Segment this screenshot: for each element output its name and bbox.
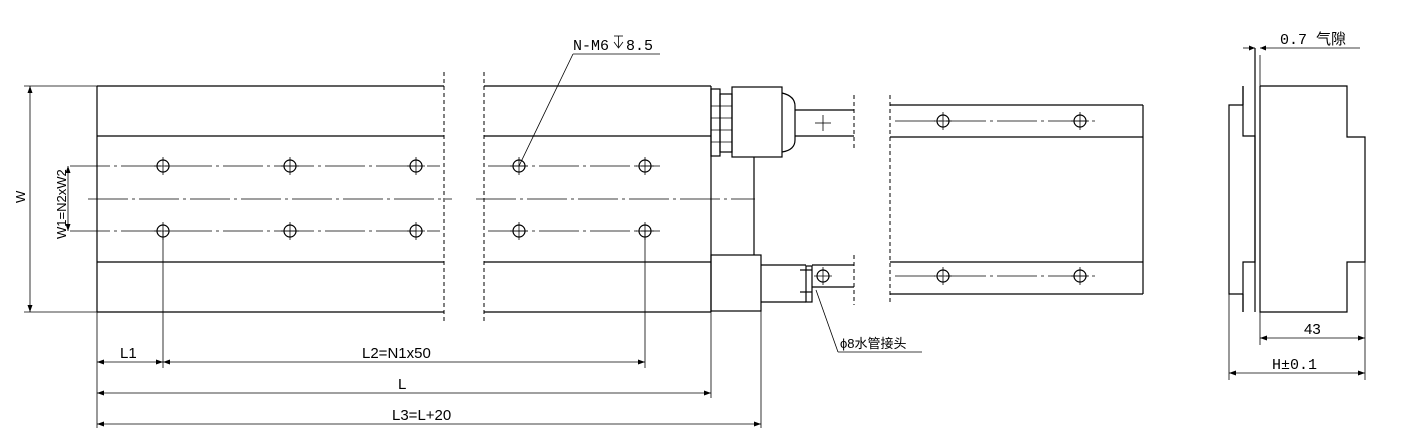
thread-spec-label: N-M6 [573, 38, 609, 55]
l3-label: L3=L+20 [392, 407, 451, 424]
water-fitting [710, 254, 855, 312]
hole-mark [510, 222, 528, 240]
depth-symbol-icon [613, 35, 624, 49]
hole-mark [934, 267, 952, 285]
main-plate [96, 72, 712, 322]
air-gap-label: 0.7 气隙 [1280, 31, 1346, 49]
hole-mark [281, 222, 299, 240]
hole-mark [407, 157, 425, 175]
hole-mark [281, 157, 299, 175]
extension-segment [889, 95, 1144, 305]
dim-43-label: 43 [1304, 321, 1321, 338]
hole-mark [1071, 112, 1089, 130]
l-label: L [398, 376, 406, 393]
side-view: 0.7 气隙 43 H±0.1 [1228, 31, 1366, 380]
mounting-holes [154, 157, 654, 240]
center-lines [70, 165, 755, 232]
fitting-label: ϕ8水管接头 [840, 336, 907, 351]
hole-mark [407, 222, 425, 240]
thread-depth-label: 8.5 [626, 38, 653, 55]
l2-label: L2=N1x50 [362, 345, 431, 362]
fitting-callout: ϕ8水管接头 [815, 289, 922, 353]
thread-callout: N-M6 8.5 [518, 35, 660, 167]
w1-label: W1=N2xW2 [54, 169, 69, 239]
cable-gland [710, 86, 855, 255]
hole-mark [1071, 267, 1089, 285]
l1-label: L1 [120, 345, 137, 362]
width-label: W [13, 190, 28, 203]
hole-mark [154, 157, 172, 175]
hole-mark [636, 157, 654, 175]
dimension-lines: W W1=N2xW2 L1 L2=N1x50 L L3=L+20 [13, 85, 762, 428]
hole-mark [934, 112, 952, 130]
height-label: H±0.1 [1272, 357, 1317, 374]
